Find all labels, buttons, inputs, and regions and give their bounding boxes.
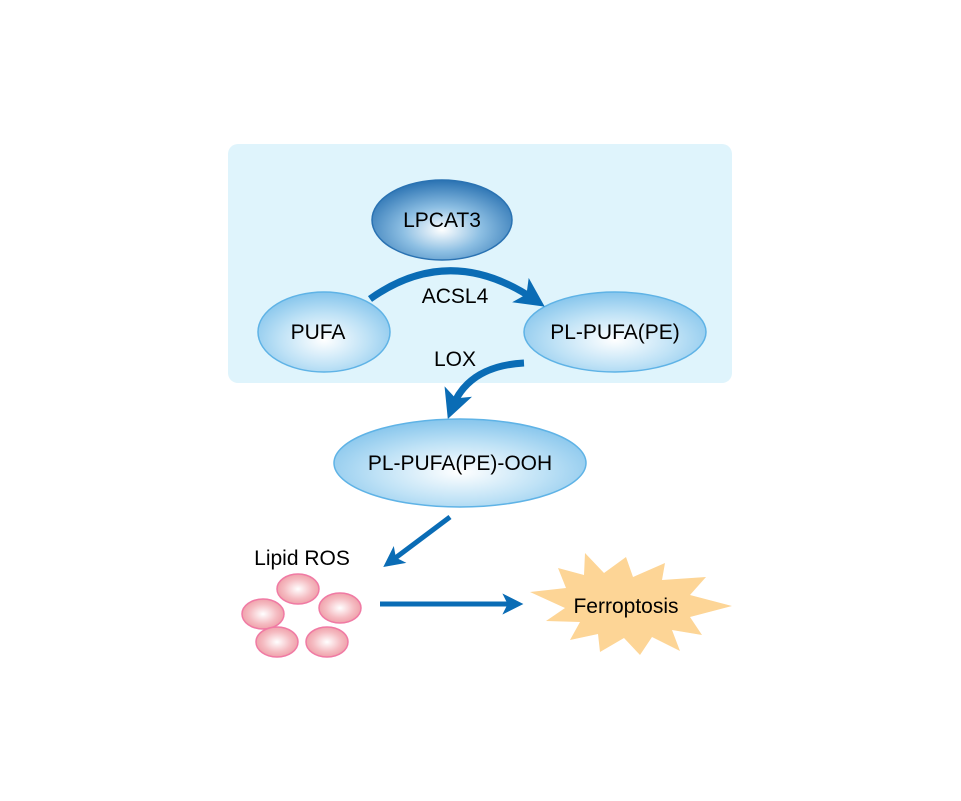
ros-particle [318,592,362,624]
ros-particle [276,573,320,605]
pl-pufa-pe-ooh-node: PL-PUFA(PE)-OOH [333,418,587,508]
lpcat3-node: LPCAT3 [371,179,513,261]
pufa-label: PUFA [291,321,346,344]
pl-pufa-pe-ooh-label: PL-PUFA(PE)-OOH [368,452,552,475]
ros-particle [305,626,349,658]
ferroptosis-label: Ferroptosis [573,595,678,618]
ferroptosis-node: Ferroptosis [530,553,732,655]
lox-arrow [444,359,525,419]
lpcat3-label: LPCAT3 [403,209,481,232]
lox-label: LOX [434,348,476,371]
acsl4-arrow [367,267,545,307]
acsl4-label: ACSL4 [422,285,489,308]
ooh-to-ros-arrow [383,515,452,568]
pl-pufa-pe-label: PL-PUFA(PE) [550,321,680,344]
ros-particle [255,626,299,658]
pufa-node: PUFA [257,291,391,373]
ros-particle [241,598,285,630]
burst-shape [530,553,732,655]
pl-pufa-pe-node: PL-PUFA(PE) [523,291,707,373]
lipid-ros-cluster [241,573,362,658]
lipid-ros-label: Lipid ROS [254,547,350,570]
